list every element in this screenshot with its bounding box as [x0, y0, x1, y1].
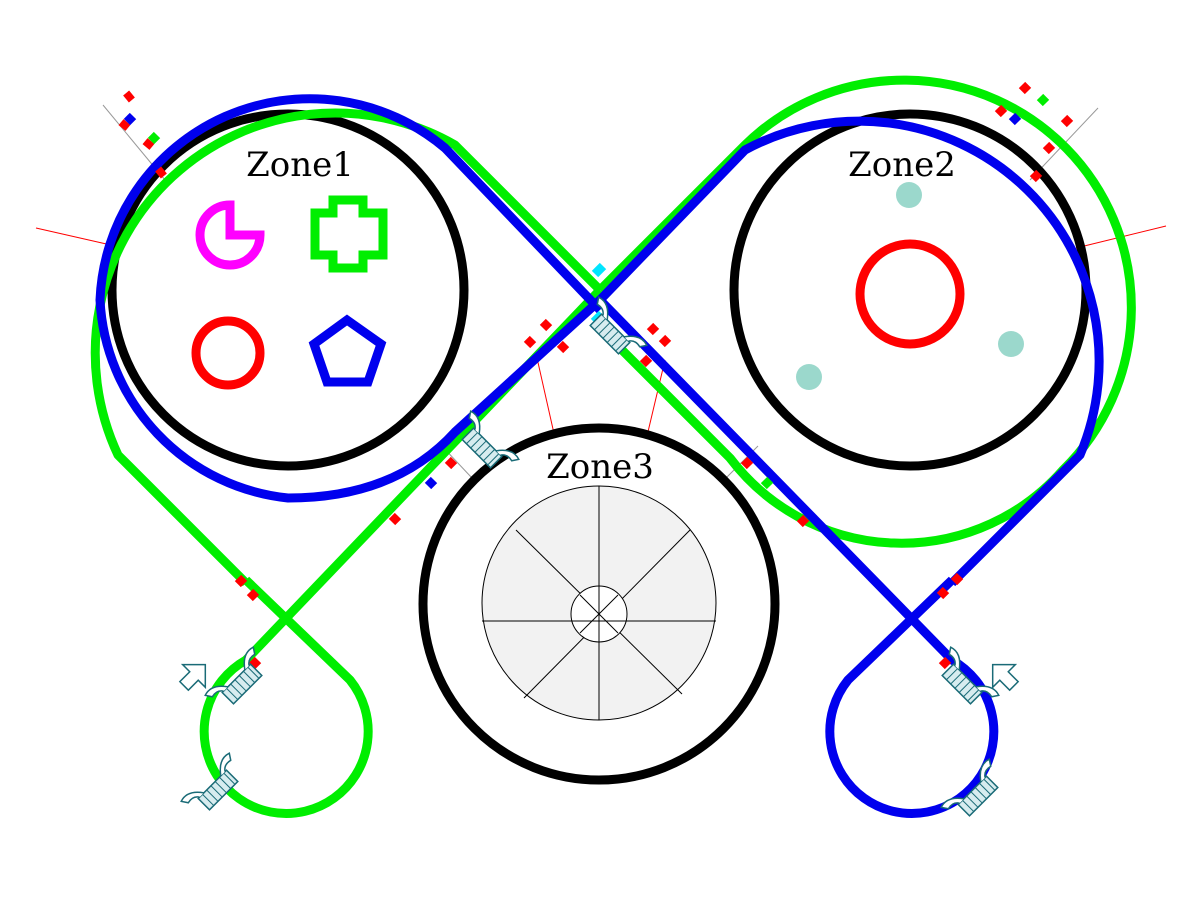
zone3-label: Zone3 [546, 447, 654, 487]
marker-red [444, 456, 458, 470]
track-markers [118, 81, 1074, 670]
marker-red [1029, 169, 1043, 183]
leader-line [536, 357, 556, 439]
zone2-contents: Zone2 [796, 145, 1024, 390]
marker-red [938, 656, 952, 670]
marker-red [639, 354, 653, 368]
marker-red [950, 572, 964, 586]
wheel-hub-spokes [571, 586, 627, 642]
turret-icon [939, 757, 1009, 827]
green-track [90, 75, 1136, 818]
blue-track [95, 94, 1104, 818]
zone3-contents: Zone3 [481, 447, 717, 721]
zone1-contents: Zone1 [191, 145, 388, 390]
marker-red [118, 119, 131, 131]
marker-red [646, 322, 660, 336]
marker-red [142, 138, 155, 150]
marker-red [388, 512, 402, 526]
zone1-label: Zone1 [246, 145, 354, 185]
marker-red [246, 588, 260, 602]
green-track-diagonal [199, 286, 604, 818]
marker-green [1036, 93, 1050, 107]
pentagon-shape [308, 314, 387, 387]
ring-shape [855, 239, 965, 349]
zone3-ring [418, 423, 780, 785]
marker-red [1060, 114, 1074, 128]
zone2-label: Zone2 [848, 145, 956, 185]
dot [896, 182, 922, 208]
leader-line [646, 359, 666, 437]
marker-red [1018, 81, 1032, 95]
marker-red [1042, 141, 1056, 155]
green-track-right-loop [596, 75, 1136, 548]
marker-red [248, 656, 262, 670]
marker-red [523, 335, 537, 349]
circle-shape [191, 316, 265, 390]
dot [796, 364, 822, 390]
marker-blue [123, 112, 137, 126]
cross-shape [310, 195, 388, 273]
marker-red [123, 90, 135, 103]
marker-red [994, 104, 1008, 118]
marker-green [760, 476, 774, 490]
marker-green [147, 131, 161, 145]
marker-blue [424, 476, 438, 490]
green-track-left-loop [90, 108, 604, 587]
blue-track-left-loop [95, 94, 604, 503]
blue-track-right-loop [596, 116, 1104, 587]
marker-red [936, 586, 950, 600]
marker-blue [1008, 112, 1022, 126]
marker-red [155, 166, 167, 179]
blue-track-diagonal [596, 296, 999, 818]
turret-icon [203, 645, 273, 715]
marker-red [234, 574, 248, 588]
marker-red [539, 318, 553, 332]
marker-red [796, 514, 810, 528]
wheel-hub-spoke [579, 594, 619, 634]
marker-red [740, 456, 754, 470]
dot [998, 331, 1024, 357]
marker-red [658, 334, 672, 348]
crossing-highlight [591, 262, 607, 278]
marker-red [556, 340, 570, 354]
pacman-shape [195, 200, 265, 270]
